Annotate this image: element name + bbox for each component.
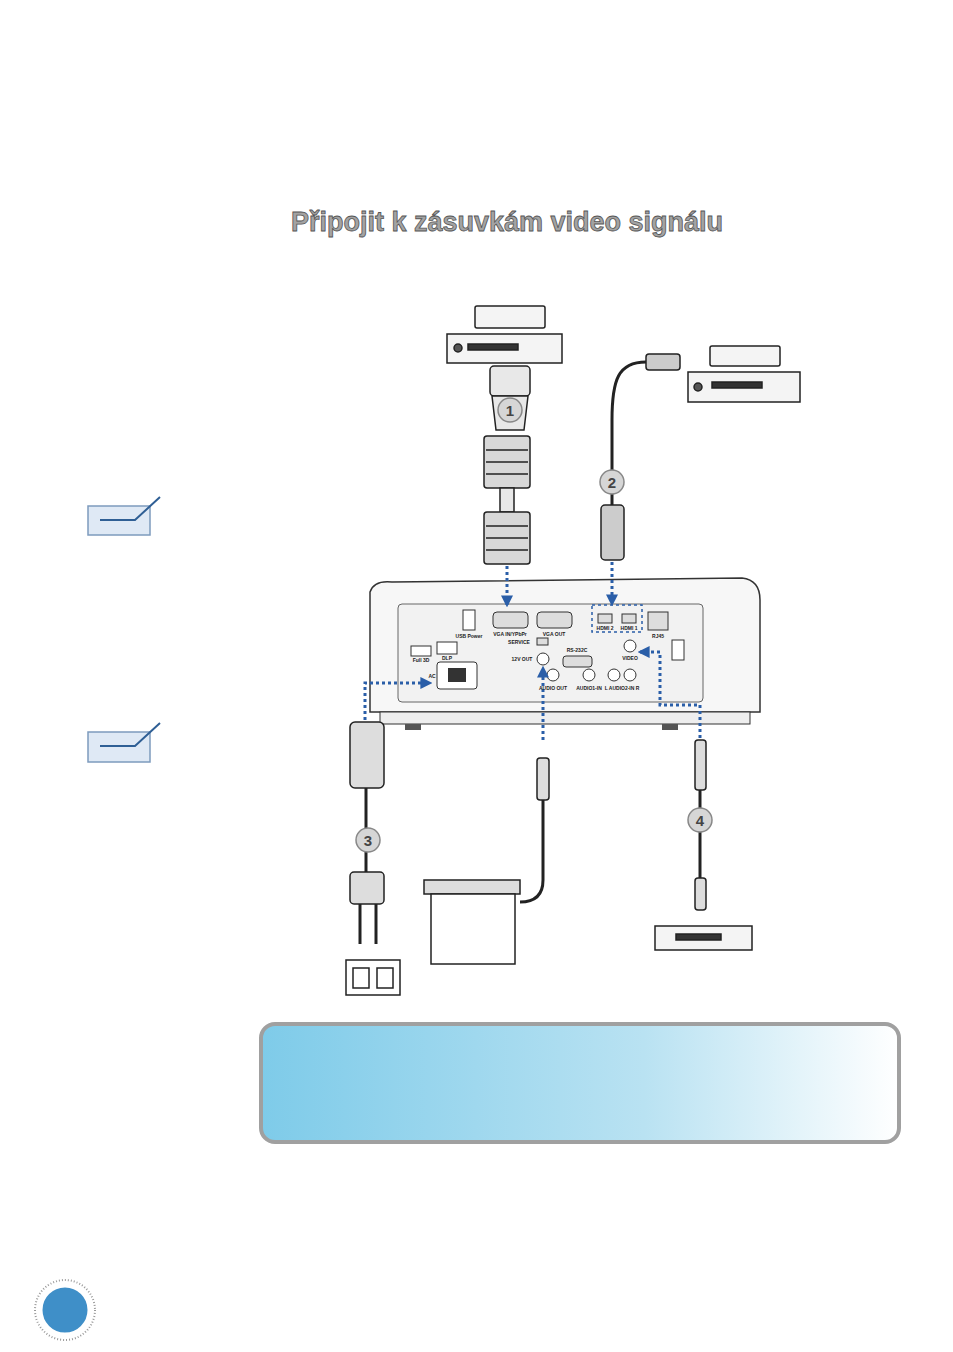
page-marker [35, 1280, 95, 1340]
port-label: DLP [442, 656, 452, 661]
port-label: Full 3D [413, 658, 430, 663]
connection-arrow [365, 562, 700, 740]
port-label: VGA IN/YPbPr [493, 632, 526, 637]
port-label: 12V OUT [512, 657, 533, 662]
note-icon [88, 497, 160, 762]
power-cable [346, 722, 400, 995]
callout-number: 3 [364, 833, 372, 848]
callout-number: 4 [696, 813, 704, 828]
port-label: RS-232C [567, 648, 588, 653]
port-label: AUDIO OUT [539, 686, 567, 691]
vga-cable [484, 366, 530, 564]
callout-number: 2 [608, 475, 616, 490]
video-cable [655, 740, 752, 950]
screen-trigger-cable [424, 758, 549, 964]
video-source-device [447, 306, 800, 402]
note-panel [261, 1024, 899, 1142]
page-title: Připojit k zásuvkám video signálu [291, 209, 723, 236]
port-label: SERVICE [508, 640, 530, 645]
port-label: AC [428, 674, 435, 679]
port-label: HDMI 1 [621, 626, 638, 631]
hdmi-cable [600, 354, 680, 560]
callout-number: 1 [506, 403, 514, 418]
port-label: VIDEO [622, 656, 638, 661]
port-label: VGA OUT [543, 632, 566, 637]
port-label: AUDIO1-IN [576, 686, 602, 691]
port-label: RJ45 [652, 634, 664, 639]
port-label: HDMI 2 [597, 626, 614, 631]
port-label: L AUDIO2-IN R [605, 686, 640, 691]
port-label: USB Power [456, 634, 483, 639]
